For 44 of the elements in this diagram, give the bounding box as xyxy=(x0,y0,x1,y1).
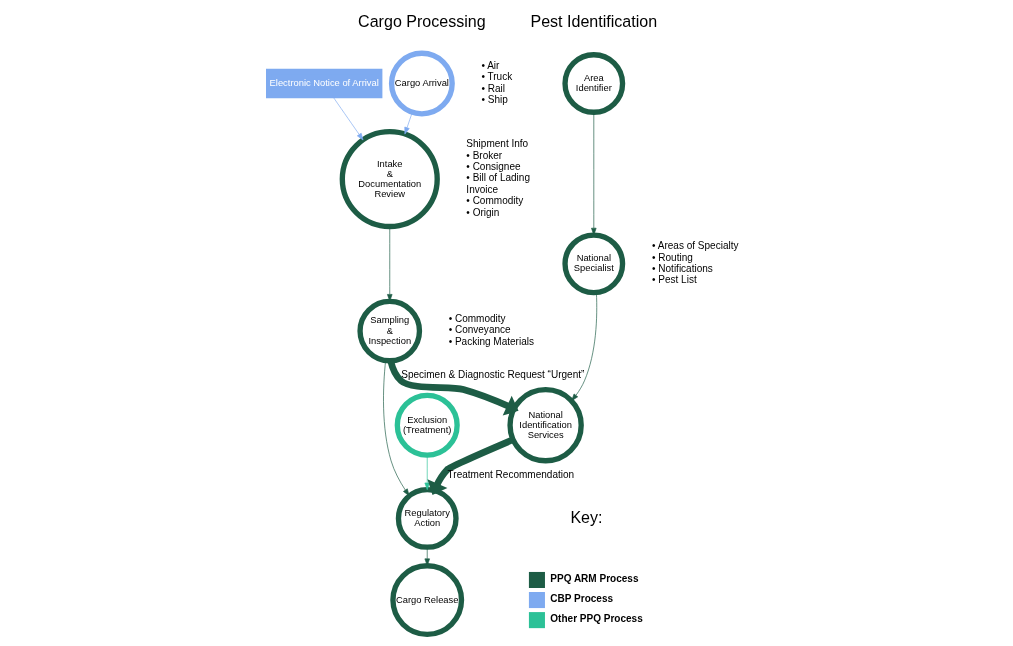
arrow xyxy=(387,226,393,302)
node-label: • Truck xyxy=(481,71,513,83)
arrow xyxy=(427,436,515,496)
arrow xyxy=(591,112,597,236)
node-circle: Area Identifier xyxy=(562,52,626,115)
edge-label: Specimen & Diagnostic Request “Urgent” xyxy=(401,368,585,380)
node-label: Shipment Info xyxy=(466,138,529,150)
node-circle: Sampling & Inspection xyxy=(357,298,423,364)
node-label: • Air xyxy=(481,59,500,71)
node-label: • Ship xyxy=(481,93,508,105)
node-circle: Cargo Arrival xyxy=(388,50,455,117)
legend-label: PPQ ARM Process xyxy=(550,572,639,584)
arrow xyxy=(383,360,410,496)
node-label: • Routing xyxy=(652,251,693,263)
node-label: • Commodity xyxy=(466,195,524,207)
arrow xyxy=(387,360,519,416)
node-label: • Origin xyxy=(466,206,500,218)
arrow xyxy=(424,454,430,490)
label: Cargo Processing xyxy=(358,12,486,31)
arrow xyxy=(404,111,413,135)
node-label: Invoice xyxy=(466,183,499,195)
node-box: Electronic Notice of Arrival xyxy=(266,68,383,99)
legend-label: Other PPQ Process xyxy=(550,612,643,624)
arrow xyxy=(424,547,430,566)
node-label: • Packing Materials xyxy=(448,335,534,347)
node-label: • Rail xyxy=(481,82,505,94)
edge-label: Treatment Recommendation xyxy=(447,468,575,480)
node-label: • Conveyance xyxy=(448,324,511,336)
node-circle: Cargo Release xyxy=(390,563,465,637)
node-circle: National Identification Services xyxy=(507,387,584,464)
label: Key: xyxy=(570,507,603,526)
node-circle: Exclusion (Treatment) xyxy=(394,392,460,458)
node-circle: National Specialist xyxy=(562,232,626,296)
node-label: • Commodity xyxy=(448,313,506,325)
arrow xyxy=(571,292,598,401)
label: Pest Identification xyxy=(530,12,658,31)
node-label: • Broker xyxy=(466,149,503,161)
legend-label: CBP Process xyxy=(550,592,614,604)
node-label: • Bill of Lading xyxy=(466,172,530,184)
arrow xyxy=(331,95,364,141)
node-label: • Pest List xyxy=(652,274,697,286)
node-label: • Consignee xyxy=(466,161,521,173)
node-label: • Areas of Specialty xyxy=(652,240,739,252)
node-label: • Notifications xyxy=(652,262,713,274)
